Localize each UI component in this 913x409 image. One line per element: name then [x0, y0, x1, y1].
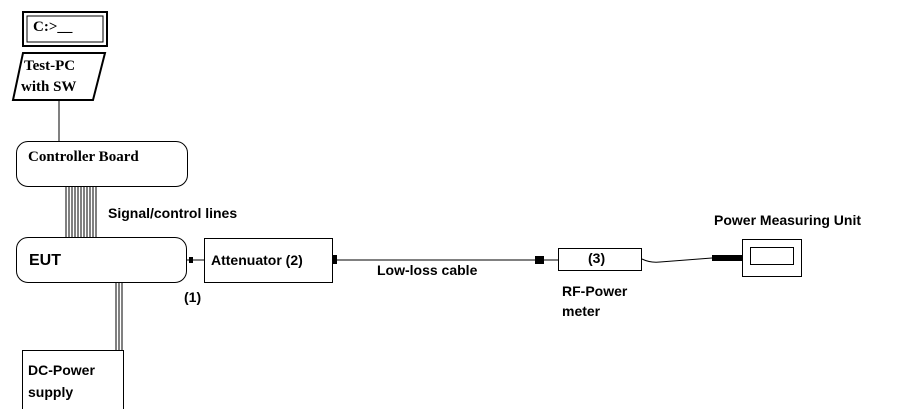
test-pc-keyboard — [11, 52, 107, 101]
eut-port-label: (1) — [184, 289, 202, 305]
eut-port-connector — [189, 257, 193, 263]
low-loss-cable-label: Low-loss cable — [377, 262, 478, 278]
attenuator-label: Attenuator (2) — [211, 252, 303, 268]
test-pc-label-line2: with SW — [21, 79, 77, 95]
meter-to-unit-cable — [641, 257, 713, 263]
power-unit-connector — [712, 255, 742, 261]
power-measuring-unit-display — [750, 247, 794, 265]
rf-power-meter-label-line1: RF-Power — [562, 283, 628, 299]
controller-board-label: Controller Board — [28, 149, 139, 165]
rf-power-meter-box-label: (3) — [588, 250, 606, 266]
rf-power-meter-label-line2: meter — [562, 303, 601, 319]
eut-box — [16, 237, 187, 283]
dc-power-supply-label-line1: DC-Power — [28, 362, 95, 378]
signal-lines-label: Signal/control lines — [108, 205, 238, 221]
test-pc-screen-prompt: C:>__ — [33, 19, 73, 35]
dc-power-lines — [115, 283, 123, 350]
dc-power-supply-label-line2: supply — [28, 384, 74, 400]
test-pc-label-line1: Test-PC — [24, 58, 76, 74]
eut-label: EUT — [29, 252, 61, 269]
test-pc-screen — [26, 15, 104, 43]
rf-power-meter-box — [558, 248, 642, 271]
rf-meter-input-connector — [535, 256, 544, 264]
dc-power-supply-box — [22, 350, 124, 409]
controller-board-box — [16, 141, 188, 187]
power-measuring-unit-label: Power Measuring Unit — [714, 212, 862, 228]
attenuator-output-connector — [333, 255, 337, 264]
signal-line-bundle — [65, 187, 97, 237]
attenuator-box — [204, 238, 333, 283]
